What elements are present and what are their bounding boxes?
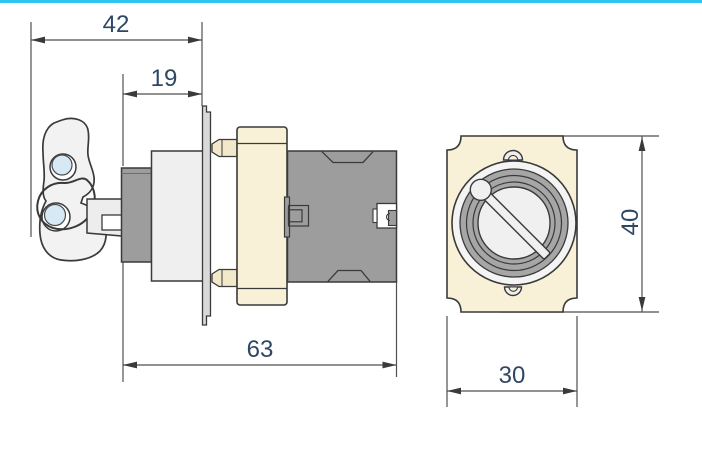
dim-30-arrow-right bbox=[563, 387, 577, 395]
dim-30: 30 bbox=[446, 316, 578, 407]
dim-19-label: 19 bbox=[151, 65, 178, 92]
panel-plate bbox=[201, 105, 212, 326]
dim-40-arrow-bottom bbox=[638, 297, 646, 311]
clip-right-hook bbox=[385, 212, 391, 222]
contact-block-clip-right bbox=[372, 202, 398, 229]
mounting-nut-body bbox=[236, 126, 288, 306]
key-hole-top bbox=[51, 154, 73, 176]
dim-42-arrow-right bbox=[188, 36, 202, 44]
contact-block-top-notch bbox=[321, 151, 374, 164]
key bbox=[36, 117, 123, 262]
mounting-screw-bottom-body bbox=[211, 268, 238, 288]
anti-rotation-tab-bottom bbox=[503, 286, 523, 297]
dim-19-arrow-left bbox=[123, 90, 137, 98]
clip-left-inner bbox=[287, 209, 303, 223]
side-view: 42 19 bbox=[30, 11, 398, 382]
selector-knob bbox=[451, 160, 577, 286]
dim-42: 42 bbox=[30, 11, 203, 237]
mounting-screw-top-body bbox=[211, 138, 238, 158]
key-blade-slot bbox=[101, 214, 123, 231]
bezel bbox=[150, 150, 204, 282]
clip-right-latch bbox=[387, 209, 398, 227]
dim-19: 19 bbox=[122, 65, 202, 166]
anti-rotation-tab-top bbox=[502, 149, 524, 161]
key-slot-pivot bbox=[469, 178, 492, 202]
front-view: 40 bbox=[446, 135, 659, 407]
mounting-nut bbox=[236, 126, 288, 306]
dim-63-label: 63 bbox=[247, 336, 274, 363]
mounting-screw-bottom bbox=[211, 268, 238, 288]
lock-cylinder bbox=[120, 167, 153, 263]
dim-30-label: 30 bbox=[499, 362, 526, 389]
dim-30-arrow-left bbox=[447, 387, 461, 395]
contact-block-clip-left bbox=[283, 196, 310, 238]
lock-cylinder-body bbox=[120, 167, 153, 263]
dim-63-arrow-left bbox=[123, 361, 137, 369]
dim-19-arrow-right bbox=[188, 90, 202, 98]
dim-40-arrow-top bbox=[638, 137, 646, 151]
tab-top-inner bbox=[507, 154, 519, 161]
dim-42-arrow-left bbox=[31, 36, 45, 44]
clip-right-step bbox=[372, 208, 378, 224]
key-head bbox=[38, 117, 107, 262]
contact-block bbox=[283, 150, 398, 283]
top-accent-bar bbox=[0, 0, 702, 3]
dim-42-label: 42 bbox=[103, 11, 130, 38]
dim-40-label: 40 bbox=[617, 209, 644, 236]
dim-63: 63 bbox=[122, 262, 398, 382]
contact-block-bottom-notch bbox=[327, 269, 371, 282]
mounting-screw-top bbox=[211, 138, 238, 158]
key-hole-bottom bbox=[43, 203, 67, 227]
tab-bottom-inner bbox=[508, 286, 519, 292]
dim-63-arrow-right bbox=[382, 361, 397, 369]
clip-left-tab bbox=[283, 196, 291, 238]
knob-ring-line-outer bbox=[465, 174, 563, 272]
knob-ring-line-inner bbox=[472, 181, 556, 265]
